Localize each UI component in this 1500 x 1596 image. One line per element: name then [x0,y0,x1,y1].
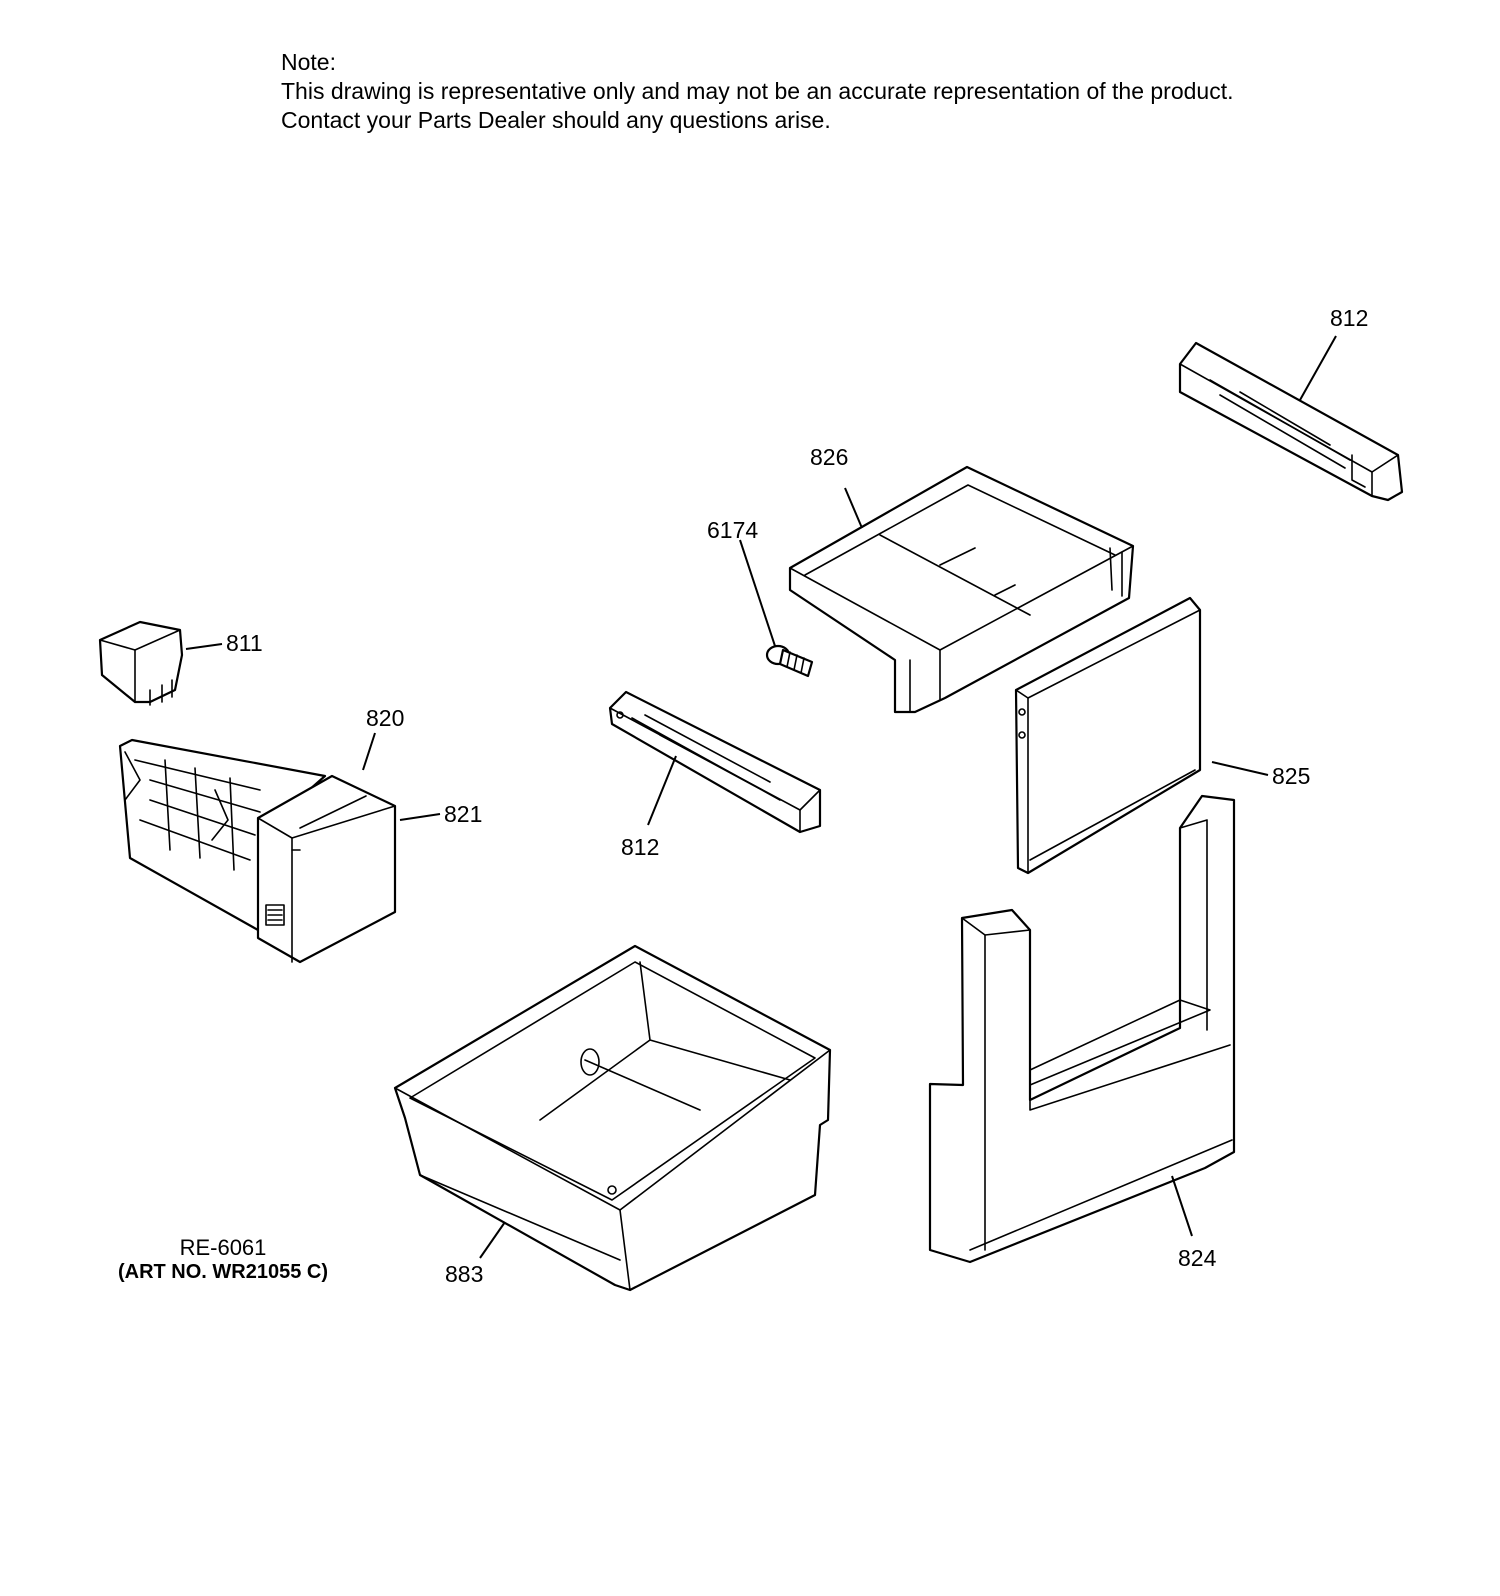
part-812-mid-rail [608,690,822,834]
callout-824: 824 [1178,1245,1217,1271]
callout-825: 825 [1272,763,1310,789]
leader-826 [844,487,863,529]
callout-6174: 6174 [707,517,758,543]
note-line-1: This drawing is representative only and … [281,78,1234,104]
leader-821 [399,813,441,821]
leader-825 [1211,761,1269,776]
part-825-panel [1014,596,1202,875]
note-heading: Note: [281,49,336,75]
part-811-cover [98,620,184,706]
callout-821: 821 [444,801,482,827]
callout-812-mid: 812 [621,834,659,860]
callout-820: 820 [366,705,404,731]
callout-812-top: 812 [1330,305,1368,331]
callout-883: 883 [445,1261,483,1287]
part-812-top-rail [1178,341,1404,502]
leader-812-top [1299,335,1337,401]
reference-code: RE-6061 [179,1235,267,1260]
reference-block: RE-6061 (ART NO. WR21055 C) [108,1236,338,1284]
part-6174-screw [765,644,814,678]
leader-824 [1171,1175,1193,1237]
disclaimer-note: Note: This drawing is representative onl… [281,48,1234,135]
leader-6174 [739,539,776,647]
art-number: (ART NO. WR21055 C) [117,1261,329,1283]
note-line-2: Contact your Parts Dealer should any que… [281,107,831,133]
part-821-control-housing [256,774,397,964]
part-824-front [928,794,1236,1264]
callout-811: 811 [226,630,263,656]
leader-812-mid [647,755,677,826]
leader-820 [362,732,376,771]
part-883-bucket [393,944,832,1292]
leader-811 [185,643,223,650]
leader-883 [479,1221,506,1259]
callout-826: 826 [810,444,848,470]
part-826-frame [788,465,1135,714]
